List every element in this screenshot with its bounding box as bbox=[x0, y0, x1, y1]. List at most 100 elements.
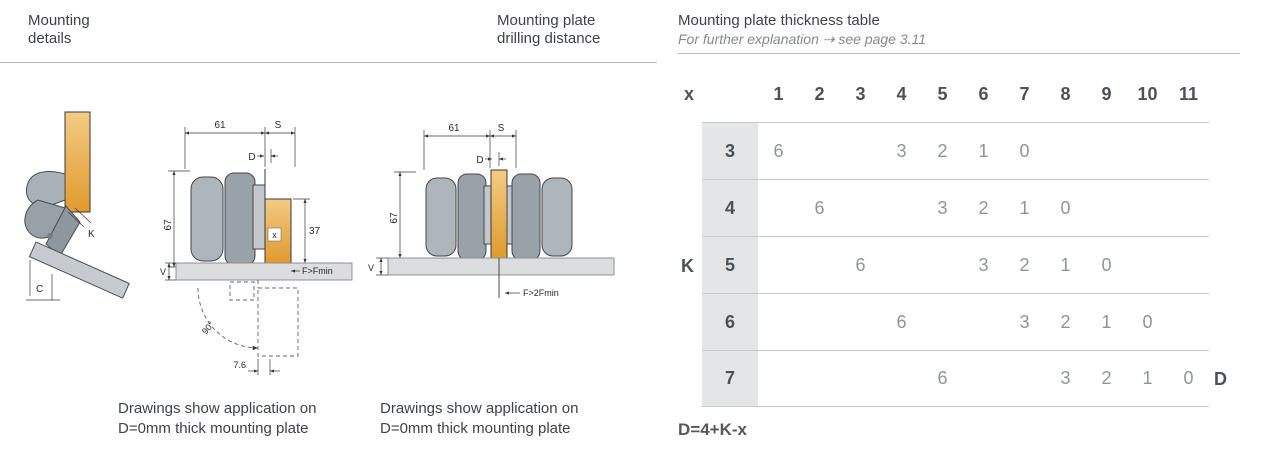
table-cell bbox=[840, 294, 881, 350]
table-row-k3: 3 6 3 2 1 0 bbox=[702, 122, 1209, 179]
table-cell bbox=[1127, 180, 1168, 236]
table-cell: 1 bbox=[1060, 254, 1071, 275]
column-header-6: 6 bbox=[978, 84, 989, 104]
hinge-body-inner bbox=[224, 172, 256, 266]
table-cell: 0 bbox=[1183, 368, 1194, 388]
divider-left bbox=[0, 62, 657, 63]
table-cell bbox=[881, 351, 922, 406]
table-cell bbox=[881, 180, 922, 236]
dim-x-label: x bbox=[272, 230, 277, 240]
table-cell bbox=[1168, 123, 1209, 179]
dim-s-label: S bbox=[498, 123, 505, 134]
table-cell bbox=[1127, 237, 1168, 293]
x-axis-label: x bbox=[684, 84, 695, 104]
dim-d: D bbox=[476, 152, 506, 166]
table-cell bbox=[922, 294, 963, 350]
table-cell: 3 bbox=[937, 197, 948, 218]
dim-k: K bbox=[67, 207, 95, 240]
column-header-4: 4 bbox=[896, 84, 907, 104]
dim-f2-label: F>2Fmin bbox=[523, 288, 559, 298]
dim-61-label: 61 bbox=[448, 123, 460, 134]
door-panel bbox=[64, 111, 91, 213]
dim-f-label: F>Fmin bbox=[302, 266, 333, 276]
column-header-11: 11 bbox=[1178, 84, 1199, 104]
table-cell bbox=[758, 237, 799, 293]
dim-d-label: D bbox=[248, 152, 255, 163]
section-title-drilling-distance: Mounting plate drilling distance bbox=[497, 12, 601, 47]
dim-v-label: V bbox=[160, 267, 166, 277]
dim-s: S bbox=[265, 120, 296, 167]
table-cell: 1 bbox=[1101, 311, 1112, 332]
table-cell: 2 bbox=[937, 140, 948, 161]
section-diagram-1: 61 S D 67 x bbox=[160, 120, 353, 375]
dim-76: 7.6 bbox=[233, 359, 280, 375]
column-header-9: 9 bbox=[1101, 84, 1112, 104]
hinge-pivot bbox=[47, 233, 53, 239]
column-header-5: 5 bbox=[937, 84, 948, 104]
table-cell bbox=[922, 237, 963, 293]
column-header-2: 2 bbox=[814, 84, 825, 104]
k-value: 4 bbox=[702, 180, 758, 236]
table-cell bbox=[1127, 123, 1168, 179]
dim-f2: F>2Fmin bbox=[498, 258, 559, 298]
hinge-mounting-plate bbox=[252, 184, 266, 250]
table-row-k6: 6 6 3 2 1 0 bbox=[702, 293, 1209, 350]
k-dim-label: K bbox=[88, 229, 95, 240]
table-row-k7: 7 6 3 2 1 0 bbox=[702, 350, 1209, 407]
caption-left: Drawings show application on D=0mm thick… bbox=[118, 400, 317, 438]
left-mounting-plate bbox=[483, 185, 492, 245]
left-hinge-outer bbox=[425, 177, 457, 257]
k-value: 3 bbox=[702, 123, 758, 179]
table-cell: 3 bbox=[1019, 311, 1030, 332]
table-cell: 2 bbox=[1101, 368, 1112, 388]
partition-panel bbox=[490, 169, 508, 259]
table-cell bbox=[840, 123, 881, 179]
table-cell: 1 bbox=[1019, 197, 1030, 218]
table-cell bbox=[1004, 351, 1045, 406]
table-cell bbox=[758, 351, 799, 406]
column-header-3: 3 bbox=[855, 84, 866, 104]
open-door-dashed bbox=[229, 280, 299, 357]
section-title-mounting-details: Mounting details bbox=[28, 12, 90, 47]
column-header-7: 7 bbox=[1019, 84, 1030, 104]
table-cell: 0 bbox=[1060, 197, 1071, 218]
dim-61: 61 bbox=[423, 123, 491, 170]
table-cell bbox=[799, 351, 840, 406]
column-header-8: 8 bbox=[1060, 84, 1071, 104]
table-cell: 1 bbox=[978, 140, 989, 161]
dim-d: D bbox=[248, 149, 278, 163]
table-cell bbox=[1168, 237, 1209, 293]
table-cell bbox=[840, 180, 881, 236]
table-cell: 6 bbox=[855, 254, 866, 275]
open-hinge-diagram: K C bbox=[24, 111, 130, 301]
left-hinge-inner bbox=[457, 173, 487, 261]
angle-90-label: 90° bbox=[200, 319, 217, 336]
table-cell bbox=[1086, 180, 1127, 236]
table-cell bbox=[799, 123, 840, 179]
section-subtitle-see-page: For further explanation ⇢ see page 3.11 bbox=[678, 31, 927, 47]
table-cell bbox=[1168, 180, 1209, 236]
c-dim-label: C bbox=[36, 284, 43, 295]
dim-37: 37 bbox=[293, 198, 321, 264]
thickness-table-body: 3 6 3 2 1 0 4 6 3 2 1 0 bbox=[702, 122, 1209, 407]
table-cell bbox=[881, 237, 922, 293]
k-value: 7 bbox=[702, 351, 758, 406]
dim-d-label: D bbox=[476, 155, 483, 166]
dim-f: F>Fmin bbox=[291, 266, 333, 276]
table-header-row: x 1 2 3 4 5 6 7 8 9 10 11 bbox=[678, 84, 1209, 105]
table-cell bbox=[963, 294, 1004, 350]
open-door-panel bbox=[28, 241, 130, 299]
cabinet-bottom-panel bbox=[387, 257, 615, 276]
table-cell: 2 bbox=[1019, 254, 1030, 275]
right-hinge-inner bbox=[511, 173, 541, 261]
caption-middle: Drawings show application on D=0mm thick… bbox=[380, 400, 579, 438]
dim-76-label: 7.6 bbox=[233, 360, 246, 370]
cabinet-bottom-panel bbox=[175, 262, 353, 281]
dim-x: x bbox=[267, 227, 282, 242]
thickness-formula: D=4+K-x bbox=[678, 420, 747, 439]
table-cell bbox=[963, 351, 1004, 406]
table-row-k5: 5 6 3 2 1 0 bbox=[702, 236, 1209, 293]
table-cell: 3 bbox=[1060, 368, 1071, 388]
dim-c: C bbox=[26, 260, 60, 301]
